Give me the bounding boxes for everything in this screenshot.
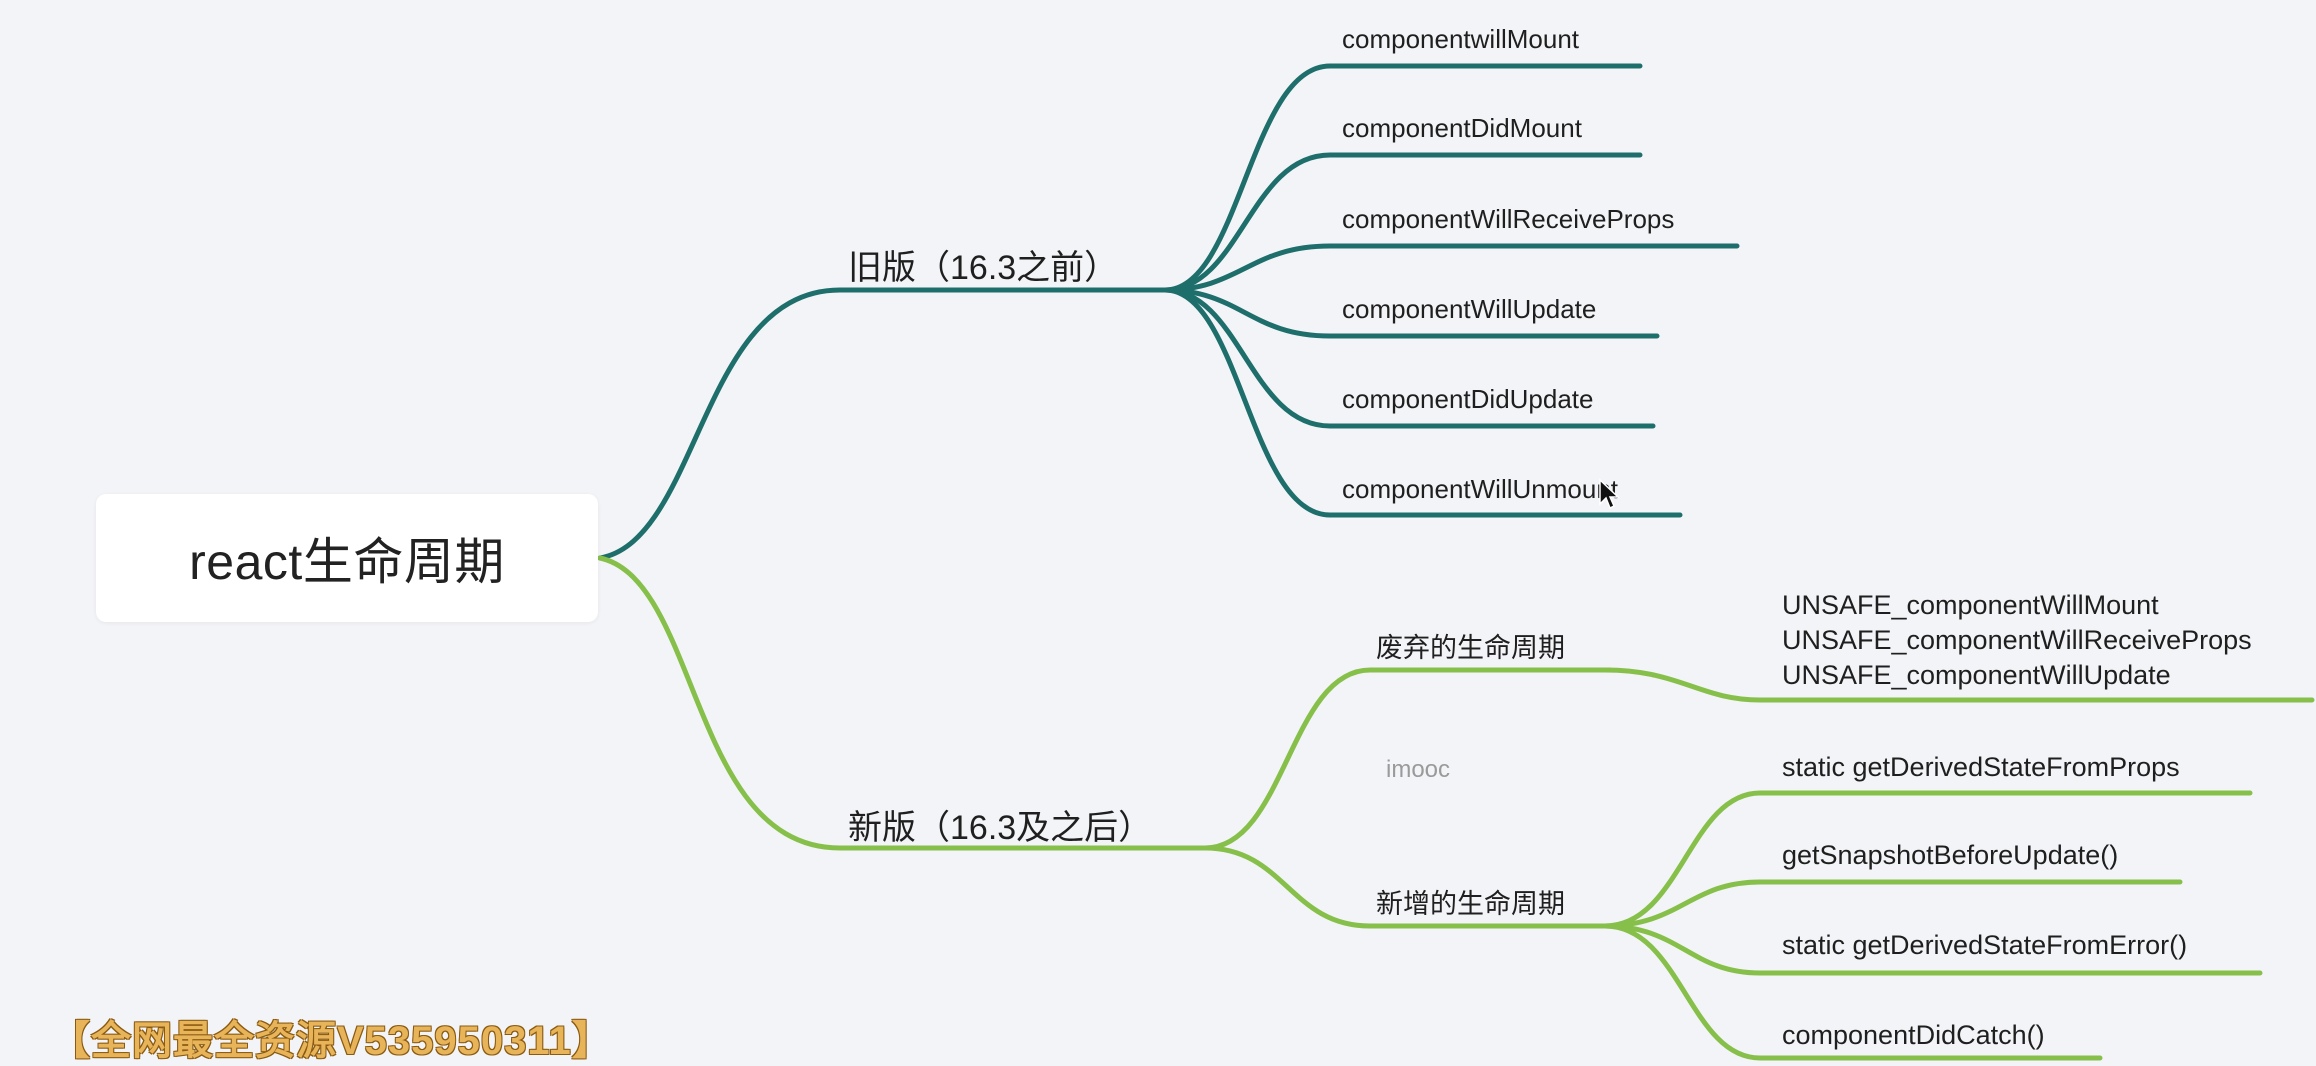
added-leaf-connector-2 xyxy=(1602,879,2183,929)
deprecated-leaf-connector xyxy=(1602,667,2315,703)
old-leaf-5[interactable]: componentDidUpdate xyxy=(1342,384,1594,414)
old-leaf-connector-6 xyxy=(1162,287,1683,518)
old-leaf-connector-5 xyxy=(1162,287,1656,429)
root-label: react生命周期 xyxy=(189,534,505,590)
deprecated-connector xyxy=(1202,667,1613,851)
old-branch-connector xyxy=(597,287,1173,561)
old-leaf-4[interactable]: componentWillUpdate xyxy=(1342,294,1597,324)
old-leaf-connector-4 xyxy=(1162,287,1660,339)
added-label[interactable]: 新增的生命周期 xyxy=(1376,889,1565,919)
old-leaf-3[interactable]: componentWillReceiveProps xyxy=(1342,204,1675,234)
old-leaf-connector-2 xyxy=(1162,152,1643,293)
old-leaf-connector-3 xyxy=(1162,243,1740,293)
added-leaf-1[interactable]: static getDerivedStateFromProps xyxy=(1782,752,2180,782)
old-leaf-6[interactable]: componentWillUnmount xyxy=(1342,474,1619,504)
old-leaf-connector-1 xyxy=(1162,63,1643,293)
added-leaf-connector-3 xyxy=(1602,923,2263,976)
deprecated-leaf-1[interactable]: UNSAFE_componentWillMount xyxy=(1782,590,2159,620)
new-branch-connector xyxy=(597,555,1211,851)
promo-banner: 【全网最全资源V535950311】 xyxy=(50,1019,613,1063)
deprecated-leaf-2[interactable]: UNSAFE_componentWillReceiveProps xyxy=(1782,625,2252,655)
old-leaf-2[interactable]: componentDidMount xyxy=(1342,113,1582,143)
root-node[interactable]: react生命周期 xyxy=(96,494,598,622)
watermark: imooc xyxy=(1386,756,1451,783)
added-leaf-4[interactable]: componentDidCatch() xyxy=(1782,1020,2045,1050)
new-branch-lines xyxy=(597,555,2315,1061)
old-branch-lines xyxy=(597,63,1740,561)
old-leaf-1[interactable]: componentwillMount xyxy=(1342,24,1580,54)
added-leaf-3[interactable]: static getDerivedStateFromError() xyxy=(1782,930,2188,960)
mouse-cursor-icon xyxy=(1599,478,1620,510)
added-leaf-2[interactable]: getSnapshotBeforeUpdate() xyxy=(1782,840,2119,870)
old-branch-label[interactable]: 旧版（16.3之前） xyxy=(848,249,1119,287)
deprecated-label[interactable]: 废弃的生命周期 xyxy=(1376,633,1565,663)
deprecated-leaf-3[interactable]: UNSAFE_componentWillUpdate xyxy=(1782,660,2171,690)
added-leaf-connector-4 xyxy=(1602,923,2103,1061)
new-branch-label[interactable]: 新版（16.3及之后） xyxy=(848,809,1153,847)
added-leaf-connector-1 xyxy=(1602,790,2253,929)
added-connector xyxy=(1202,845,1613,929)
